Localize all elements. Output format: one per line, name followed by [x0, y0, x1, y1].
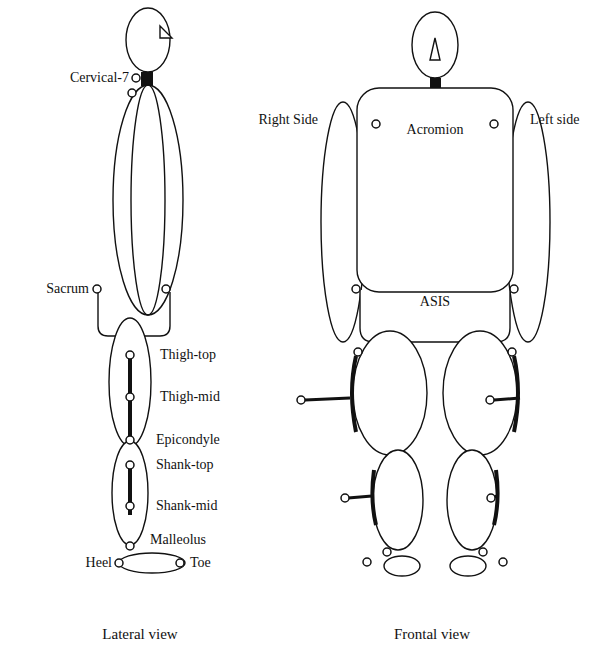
lateral-figure	[93, 8, 185, 573]
marker-label: Acromion	[407, 123, 464, 137]
view-caption: Lateral view	[102, 627, 177, 642]
marker-label: Cervical-7	[70, 71, 129, 85]
marker-label: Thigh-top	[160, 348, 216, 362]
marker-label: Toe	[190, 556, 211, 570]
frontal-figure	[297, 12, 550, 576]
marker-label: Epicondyle	[156, 433, 220, 447]
marker-label: Sacrum	[46, 282, 89, 296]
marker-label: Shank-top	[156, 458, 214, 472]
marker-label: Left side	[530, 113, 579, 127]
marker-label: ASIS	[420, 295, 450, 309]
view-caption: Frontal view	[394, 627, 470, 642]
marker-label: Malleolus	[150, 533, 206, 547]
marker-label: Shank-mid	[156, 499, 217, 513]
marker-label: Right Side	[258, 113, 318, 127]
marker-label: Thigh-mid	[160, 390, 220, 404]
marker-label: Heel	[86, 556, 112, 570]
